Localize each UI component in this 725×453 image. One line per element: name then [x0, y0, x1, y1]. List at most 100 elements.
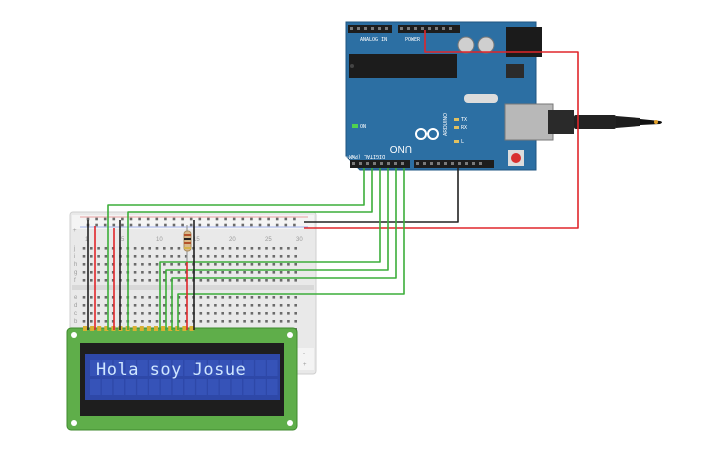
breadboard-hole[interactable] — [141, 271, 144, 274]
breadboard-hole[interactable] — [155, 255, 159, 258]
breadboard-hole[interactable] — [177, 304, 181, 307]
rail-hole[interactable] — [95, 217, 98, 221]
rail-hole[interactable] — [129, 217, 133, 221]
rail-hole[interactable] — [224, 217, 227, 221]
breadboard-hole[interactable] — [104, 271, 108, 274]
breadboard-hole[interactable] — [206, 320, 210, 323]
breadboard-hole[interactable] — [177, 247, 181, 250]
breadboard-hole[interactable] — [228, 279, 232, 282]
breadboard-hole[interactable] — [272, 247, 276, 250]
breadboard-hole[interactable] — [104, 263, 108, 266]
rail-hole[interactable] — [275, 223, 279, 227]
rail-hole[interactable] — [250, 223, 253, 227]
breadboard-hole[interactable] — [155, 312, 159, 315]
wire-d5[interactable] — [159, 168, 381, 330]
header-pin[interactable] — [387, 162, 390, 165]
breadboard-hole[interactable] — [141, 279, 144, 282]
breadboard-hole[interactable] — [155, 263, 159, 266]
breadboard-hole[interactable] — [279, 312, 283, 315]
rail-hole[interactable] — [267, 223, 270, 227]
wires[interactable] — [87, 30, 579, 330]
rail-hole[interactable] — [215, 217, 219, 221]
header-pin[interactable] — [378, 27, 381, 30]
breadboard-hole[interactable] — [265, 279, 268, 282]
rail-hole[interactable] — [258, 217, 262, 221]
breadboard-hole[interactable] — [250, 296, 254, 299]
breadboard-hole[interactable] — [133, 296, 137, 299]
breadboard-hole[interactable] — [272, 320, 276, 323]
rail-hole[interactable] — [155, 223, 159, 227]
breadboard-hole[interactable] — [199, 312, 203, 315]
rail-hole[interactable] — [224, 223, 227, 227]
lcd-pin-vcc[interactable] — [90, 326, 95, 331]
breadboard-hole[interactable] — [257, 304, 261, 307]
breadboard-hole[interactable] — [243, 247, 246, 250]
breadboard-hole[interactable] — [90, 296, 93, 299]
breadboard-hole[interactable] — [228, 255, 232, 258]
header-pin[interactable] — [414, 27, 417, 30]
breadboard-hole[interactable] — [206, 296, 210, 299]
header-pin[interactable] — [458, 162, 461, 165]
breadboard-hole[interactable] — [221, 247, 224, 250]
breadboard-hole[interactable] — [199, 304, 203, 307]
rail-hole[interactable] — [293, 217, 296, 221]
breadboard-hole[interactable] — [82, 247, 86, 250]
rail-hole[interactable] — [293, 223, 296, 227]
breadboard-hole[interactable] — [82, 255, 86, 258]
breadboard-hole[interactable] — [206, 271, 210, 274]
rail-hole[interactable] — [164, 217, 167, 221]
breadboard-hole[interactable] — [141, 320, 144, 323]
breadboard-hole[interactable] — [199, 320, 203, 323]
rail-hole[interactable] — [129, 223, 133, 227]
breadboard-hole[interactable] — [177, 271, 181, 274]
header-pin[interactable] — [373, 162, 376, 165]
breadboard-hole[interactable] — [163, 304, 166, 307]
header-pin[interactable] — [465, 162, 468, 165]
wire-d2[interactable] — [177, 168, 405, 330]
breadboard-hole[interactable] — [141, 304, 144, 307]
breadboard-hole[interactable] — [250, 320, 254, 323]
breadboard-hole[interactable] — [236, 263, 239, 266]
rail-hole[interactable] — [121, 223, 124, 227]
breadboard-hole[interactable] — [250, 263, 254, 266]
usb-cable[interactable] — [548, 110, 662, 134]
breadboard-hole[interactable] — [148, 255, 151, 258]
breadboard-hole[interactable] — [148, 320, 151, 323]
breadboard-hole[interactable] — [243, 255, 246, 258]
breadboard-hole[interactable] — [184, 255, 188, 258]
breadboard-hole[interactable] — [177, 255, 181, 258]
breadboard-hole[interactable] — [104, 247, 108, 250]
breadboard-hole[interactable] — [206, 312, 210, 315]
breadboard-hole[interactable] — [104, 312, 108, 315]
breadboard-hole[interactable] — [265, 320, 268, 323]
breadboard-hole[interactable] — [133, 263, 137, 266]
breadboard-hole[interactable] — [214, 296, 217, 299]
breadboard-hole[interactable] — [199, 271, 203, 274]
breadboard-hole[interactable] — [272, 271, 276, 274]
header-pin[interactable] — [428, 27, 431, 30]
breadboard-hole[interactable] — [294, 263, 297, 266]
rail-hole[interactable] — [164, 223, 167, 227]
breadboard-hole[interactable] — [82, 271, 86, 274]
breadboard-hole[interactable] — [133, 279, 137, 282]
breadboard-hole[interactable] — [236, 247, 239, 250]
lcd-pin-led-plus[interactable] — [182, 326, 187, 331]
rail-hole[interactable] — [284, 217, 288, 221]
rail-hole[interactable] — [172, 223, 176, 227]
breadboard-hole[interactable] — [155, 279, 159, 282]
rail-hole[interactable] — [258, 223, 262, 227]
breadboard-hole[interactable] — [279, 296, 283, 299]
rail-hole[interactable] — [215, 223, 219, 227]
breadboard-hole[interactable] — [97, 255, 100, 258]
breadboard-hole[interactable] — [199, 247, 203, 250]
breadboard-hole[interactable] — [228, 312, 232, 315]
breadboard-hole[interactable] — [148, 279, 151, 282]
breadboard-hole[interactable] — [141, 296, 144, 299]
lcd-pin-db3[interactable] — [146, 326, 151, 331]
breadboard-hole[interactable] — [294, 296, 297, 299]
breadboard-hole[interactable] — [141, 312, 144, 315]
breadboard-hole[interactable] — [257, 263, 261, 266]
rail-hole[interactable] — [146, 217, 150, 221]
breadboard-hole[interactable] — [265, 304, 268, 307]
